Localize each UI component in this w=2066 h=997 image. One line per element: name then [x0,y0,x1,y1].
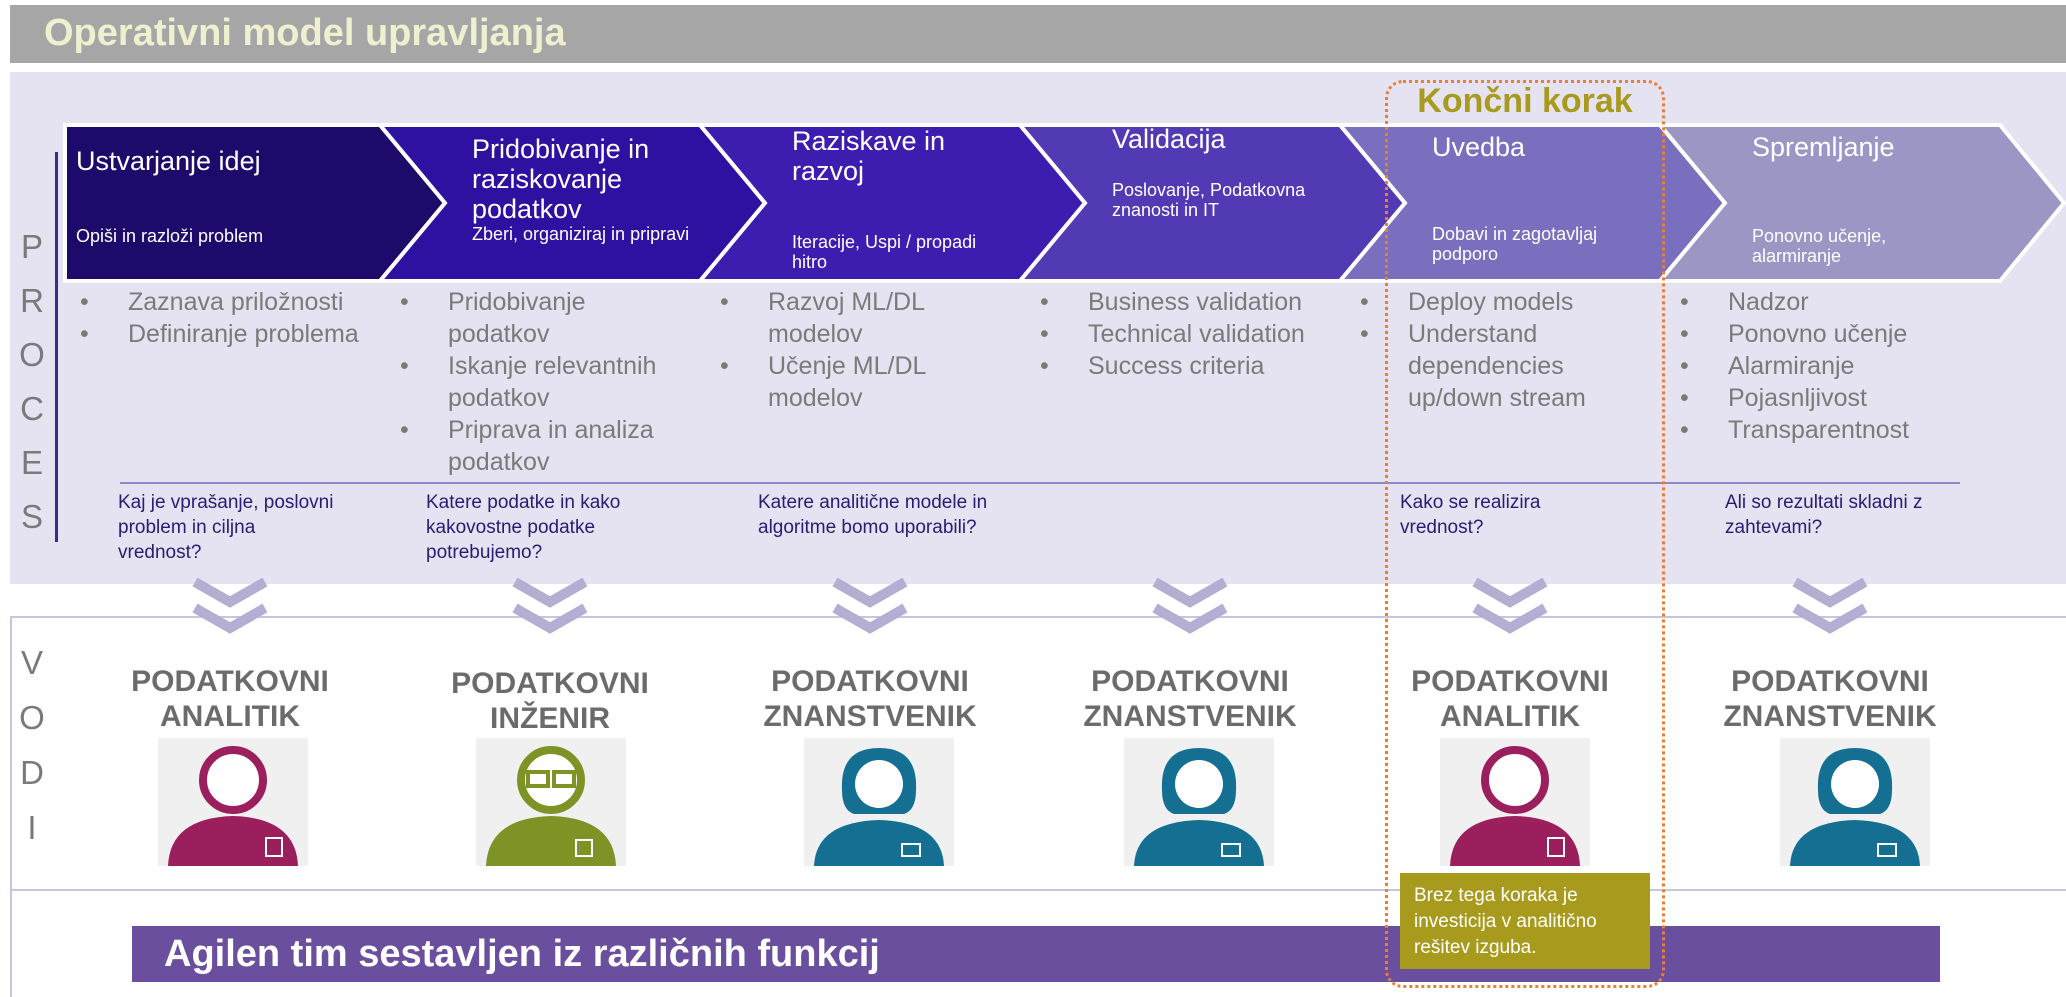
stage-2-bullets: Pridobivanje podatkov Iskanje relevantni… [396,286,696,478]
stage-chevron-6 [1655,123,2066,283]
engineer-avatar-icon [476,738,626,866]
stage-3-question: Katere analitične modele in algoritme bo… [758,492,988,538]
bullet-item: Transparentnost [1676,414,1956,446]
stage-2-header: Pridobivanje in raziskovanje podatkov Zb… [472,134,702,244]
stage-5-subtitle: Dobavi in zagotavljaj podporo [1432,224,1598,264]
down-chevron-icon [512,578,588,634]
role-5-name: PODATKOVNI ANALITIK [1411,665,1609,733]
roles-letter: O [19,699,45,736]
agile-team-banner-text: Agilen tim sestavljen iz različnih funkc… [164,933,880,975]
stage-2-title: Pridobivanje in raziskovanje podatkov [472,134,650,224]
stage-5-question: Kako se realizira vrednost? [1400,492,1541,538]
bullet-item: Understand dependencies up/down stream [1356,318,1608,414]
agile-team-banner: Agilen tim sestavljen iz različnih funkc… [132,926,1940,982]
process-letter: S [20,498,43,535]
bullet-item: Pridobivanje podatkov [396,286,638,350]
process-letter: P [20,228,43,265]
final-step-highlight [1385,80,1665,988]
question-divider [120,482,1960,484]
stage-4-header: Validacija Poslovanje, Podatkovna znanos… [1112,124,1342,220]
stage-1-question: Kaj je vprašanje, poslovni problem in ci… [118,492,334,563]
bullet-item: Razvoj ML/DL modelov [716,286,958,350]
bullet-item: Ponovno učenje [1676,318,1956,350]
page-title: Operativni model upravljanja [44,12,566,54]
stage-4-subtitle: Poslovanje, Podatkovna znanosti in IT [1112,180,1306,220]
stage-6-question: Ali so rezultati skladni z zahtevami? [1725,492,1923,538]
stage-1-title: Ustvarjanje idej [76,146,261,176]
roles-lane-left-border [10,616,12,997]
stage-1-subtitle: Opiši in razloži problem [76,226,264,246]
bullet-item: Business validation [1036,286,1336,318]
scientist-avatar-icon [1780,738,1930,866]
stage-chevrons [63,123,2066,283]
stage-6-title: Spremljanje [1752,132,1895,162]
title-bar: Operativni model upravljanja [10,5,2066,63]
bullet-item: Alarmiranje [1676,350,1956,382]
bullet-item: Pojasnljivost [1676,382,1956,414]
stage-4-title: Validacija [1112,124,1226,154]
stage-4-bullets: Business validation Technical validation… [1036,286,1336,382]
down-chevron-icon [1792,578,1868,634]
stage-6-bullets: Nadzor Ponovno učenje Alarmiranje Pojasn… [1676,286,1956,446]
bullet-item: Technical validation [1036,318,1336,350]
down-chevron-icon [1472,578,1548,634]
role-4-name: PODATKOVNI ZNANSTVENIK [1083,665,1297,733]
roles-letter: D [20,754,44,791]
roles-letter: V [20,644,43,681]
bullet-item: Iskanje relevantnih podatkov [396,350,688,414]
role-6-name: PODATKOVNI ZNANSTVENIK [1723,665,1937,733]
bullet-item: Deploy models [1356,286,1616,318]
role-2-name: PODATKOVNI INŽENIR [451,667,649,735]
stage-5-title: Uvedba [1432,132,1526,162]
stage-3-header: Raziskave in razvoj Iteracije, Uspi / pr… [792,126,992,272]
process-vertical-label: P R O C E S [12,228,52,552]
stage-5-bullets: Deploy models Understand dependencies up… [1356,286,1616,414]
roles-letter: I [27,809,37,846]
stage-3-bullets: Razvoj ML/DL modelov Učenje ML/DL modelo… [716,286,956,414]
final-step-label: Končni korak [1417,82,1633,120]
process-letter: E [20,444,43,481]
process-letter: C [20,390,44,427]
analyst-avatar-icon [1440,738,1590,866]
stage-2-subtitle: Zberi, organiziraj in pripravi [472,224,690,244]
bullet-item: Učenje ML/DL modelov [716,350,958,414]
down-chevron-icon [832,578,908,634]
bullet-item: Success criteria [1036,350,1336,382]
bullet-item: Priprava in analiza podatkov [396,414,688,478]
down-chevron-icon [1152,578,1228,634]
roles-lane-bottom-border [10,889,2066,891]
bullet-item: Zaznava priložnosti [76,286,396,318]
roles-lane-top-border [10,616,2066,618]
stage-1-header: Ustvarjanje idej Opiši in razloži proble… [76,146,376,246]
role-3-name: PODATKOVNI ZNANSTVENIK [763,665,977,733]
process-letter: R [20,282,44,319]
role-1-name: PODATKOVNI ANALITIK [131,665,329,733]
roles-vertical-label: V O D I [12,644,52,864]
final-step-note: Brez tega koraka je investicija v analit… [1400,873,1650,969]
down-chevron-icon [192,578,268,634]
bullet-item: Nadzor [1676,286,1956,318]
stage-6-header: Spremljanje Ponovno učenje, alarmiranje [1752,132,1972,266]
stage-2-question: Katere podatke in kako kakovostne podatk… [426,492,621,563]
scientist-avatar-icon [1124,738,1274,866]
stage-6-subtitle: Ponovno učenje, alarmiranje [1752,226,1887,266]
stage-5-header: Uvedba Dobavi in zagotavljaj podporo [1432,132,1662,264]
stage-3-subtitle: Iteracije, Uspi / propadi hitro [792,232,977,272]
stage-3-title: Raziskave in razvoj [792,126,946,186]
scientist-avatar-icon [804,738,954,866]
process-letter: O [19,336,45,373]
stage-1-bullets: Zaznava priložnosti Definiranje problema [76,286,396,350]
process-lane-divider [55,152,58,542]
bullet-item: Definiranje problema [76,318,396,350]
analyst-avatar-icon [158,738,308,866]
